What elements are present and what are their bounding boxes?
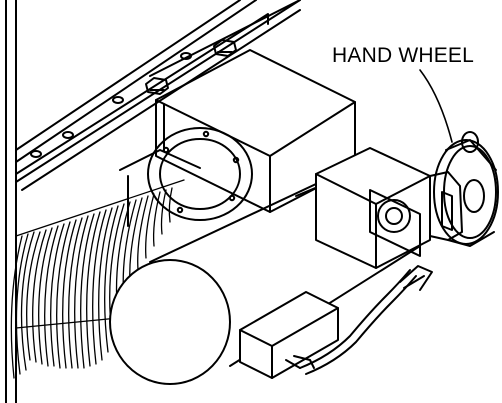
mounting-rail — [15, 0, 301, 191]
drive-flange — [147, 127, 253, 221]
callout-leader-line — [419, 69, 453, 143]
conduit-cable — [285, 265, 433, 375]
gear-reducer — [315, 147, 431, 269]
support-plate — [119, 149, 201, 227]
frame-left-edge — [5, 0, 17, 403]
mounting-bolt — [213, 39, 237, 57]
shaft-coupling — [429, 171, 463, 241]
terminal-box — [239, 291, 339, 379]
hand-wheel-callout-label: HAND WHEEL — [332, 44, 475, 67]
hand-wheel — [433, 131, 499, 247]
mounting-bolt — [145, 77, 169, 95]
